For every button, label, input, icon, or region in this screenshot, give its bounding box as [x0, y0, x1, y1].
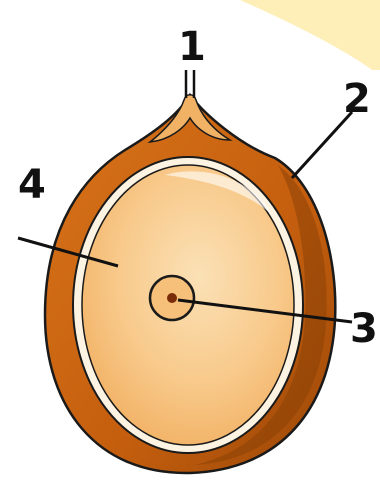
label-3: 3: [350, 306, 378, 352]
label-1: 1: [178, 24, 206, 70]
label-4: 4: [18, 162, 46, 208]
center-dot: [167, 293, 177, 303]
background-swoosh: [240, 0, 380, 70]
label-2: 2: [343, 76, 371, 122]
